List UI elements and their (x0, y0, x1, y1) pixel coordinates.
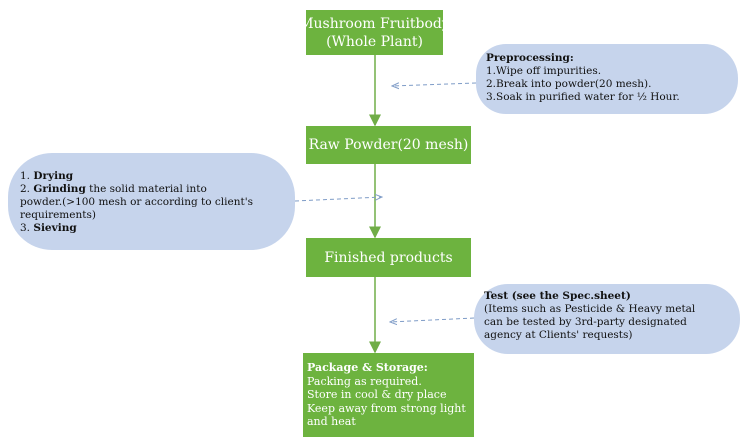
box-fruitbody: Mushroom Fruitbody (Whole Plant) (299, 10, 450, 55)
test-line-1: (Items such as Pesticide & Heavy metal (484, 303, 696, 315)
drying-item-2-line2: powder.(>100 mesh or according to client… (20, 196, 253, 208)
package-title: Package & Storage: (307, 361, 428, 375)
drying-item-1-num: 1. (20, 170, 34, 182)
note-test: Test (see the Spec.sheet) (Items such as… (474, 284, 740, 354)
preprocessing-line-3: 3.Soak in purified water for ½ Hour. (486, 91, 680, 103)
drying-item-1: 1. Drying (20, 170, 295, 183)
preprocessing-line-1: 1.Wipe off impurities. (486, 65, 602, 77)
raw-powder-label: Raw Powder(20 mesh) (308, 137, 469, 153)
callout-preprocessing (392, 83, 477, 86)
note-preprocessing: Preprocessing: 1.Wipe off impurities. 2.… (476, 44, 738, 114)
drying-item-3-bold: Sieving (33, 222, 77, 234)
preprocessing-title: Preprocessing: (486, 52, 574, 64)
test-title: Test (see the Spec.sheet) (484, 290, 631, 302)
drying-item-2-line3: requirements) (20, 209, 96, 221)
test-line-2: can be tested by 3rd-party designated (484, 316, 687, 328)
drying-item-2: 2. Grinding the solid material into (20, 183, 295, 196)
package-line-1: Packing as required. (307, 374, 422, 388)
drying-item-3-num: 3. (20, 222, 34, 234)
package-line-4: and heat (307, 415, 356, 429)
note-drying: 1. Drying 2. Grinding the solid material… (8, 153, 295, 250)
drying-item-2-rest: the solid material into (85, 183, 207, 195)
fruitbody-line2: (Whole Plant) (326, 33, 423, 50)
fruitbody-line1: Mushroom Fruitbody (299, 15, 450, 32)
box-finished-products: Finished products (306, 238, 471, 277)
package-line-3: Keep away from strong light (307, 401, 466, 415)
callout-drying (294, 197, 382, 202)
drying-item-1-bold: Drying (33, 170, 74, 182)
test-line-3: agency at Clients' requests) (484, 329, 633, 341)
drying-item-3: 3. Sieving (20, 222, 295, 235)
box-package-storage: Package & Storage: Packing as required. … (303, 353, 474, 437)
box-raw-powder: Raw Powder(20 mesh) (306, 126, 471, 164)
drying-item-2-num: 2. (20, 183, 34, 195)
drying-item-2-bold: Grinding (33, 183, 86, 195)
preprocessing-line-2: 2.Break into powder(20 mesh). (486, 78, 652, 90)
package-line-2: Store in cool & dry place (307, 388, 447, 402)
callout-test (390, 317, 475, 322)
finished-products-label: Finished products (324, 249, 453, 266)
